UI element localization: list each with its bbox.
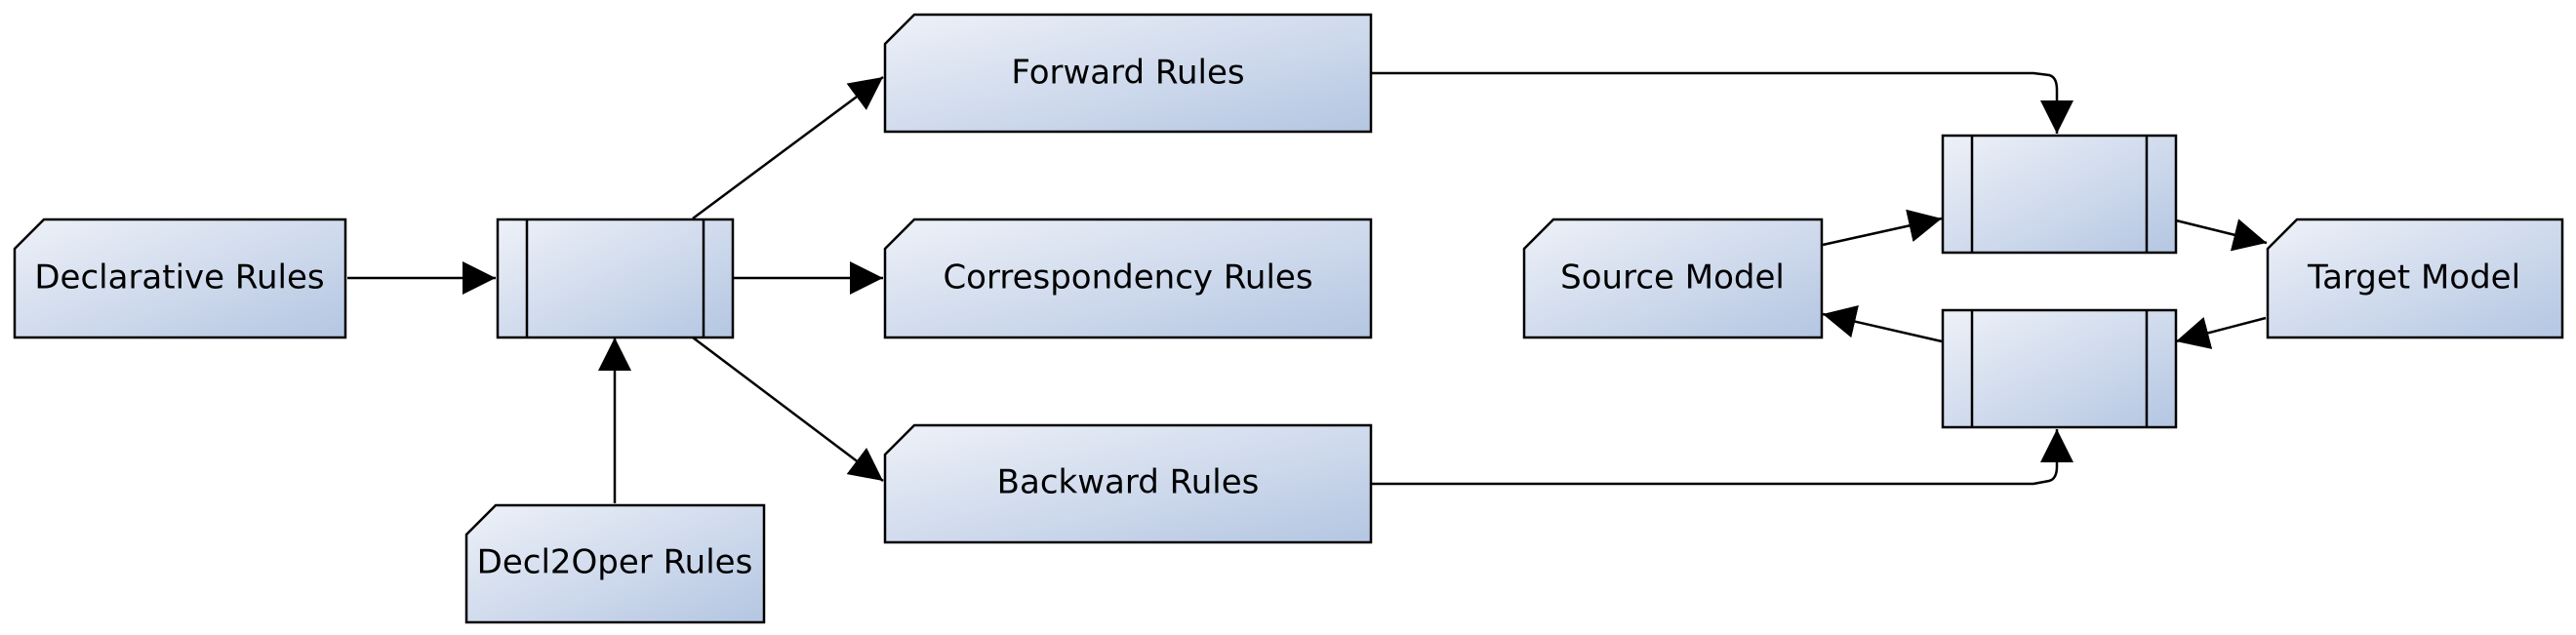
node-forward-rules: Forward Rules: [883, 13, 1373, 134]
process-transform-rules: [496, 218, 735, 339]
process-shape: [1941, 308, 2178, 429]
node-label: Declarative Rules: [34, 258, 324, 298]
node-backward-rules: Backward Rules: [883, 423, 1373, 544]
process-forward-transform: [1941, 134, 2178, 255]
node-label: Source Model: [1560, 258, 1785, 298]
edge-upper-transform-to-target: [2175, 218, 2268, 252]
node-shape: [883, 218, 1373, 339]
node-shape: [883, 423, 1373, 544]
node-shape: [2266, 218, 2564, 339]
node-shape: [1522, 218, 1824, 339]
node-label: Forward Rules: [1011, 54, 1244, 93]
node-shape: [464, 503, 766, 624]
edge-source-to-upper-transform: [1822, 209, 1943, 247]
edge-transform-to-backward: [692, 337, 884, 482]
edge-transform-to-forward: [692, 75, 884, 220]
node-label: Backward Rules: [997, 463, 1260, 502]
node-shape: [13, 218, 347, 339]
node-declarative-rules: Declarative Rules: [13, 218, 347, 339]
process-shape: [1941, 134, 2178, 255]
node-decl2oper-rules: Decl2Oper Rules: [464, 503, 766, 624]
node-correspondency-rules: Correspondency Rules: [883, 218, 1373, 339]
process-backward-transform: [1941, 308, 2178, 429]
node-shape: [883, 13, 1373, 134]
node-label: Correspondency Rules: [943, 258, 1312, 298]
edge-backward-to-lower-transform: [1371, 429, 2073, 486]
edge-forward-to-upper-transform: [1371, 71, 2073, 134]
edge-lower-transform-to-source: [1822, 305, 1943, 343]
node-target-model: Target Model: [2266, 218, 2564, 339]
edges: [347, 71, 2268, 503]
node-label: Target Model: [2307, 258, 2520, 298]
node-label: Decl2Oper Rules: [477, 543, 753, 582]
edge-target-to-lower-transform: [2175, 316, 2267, 349]
process-shape: [496, 218, 735, 339]
node-source-model: Source Model: [1522, 218, 1824, 339]
